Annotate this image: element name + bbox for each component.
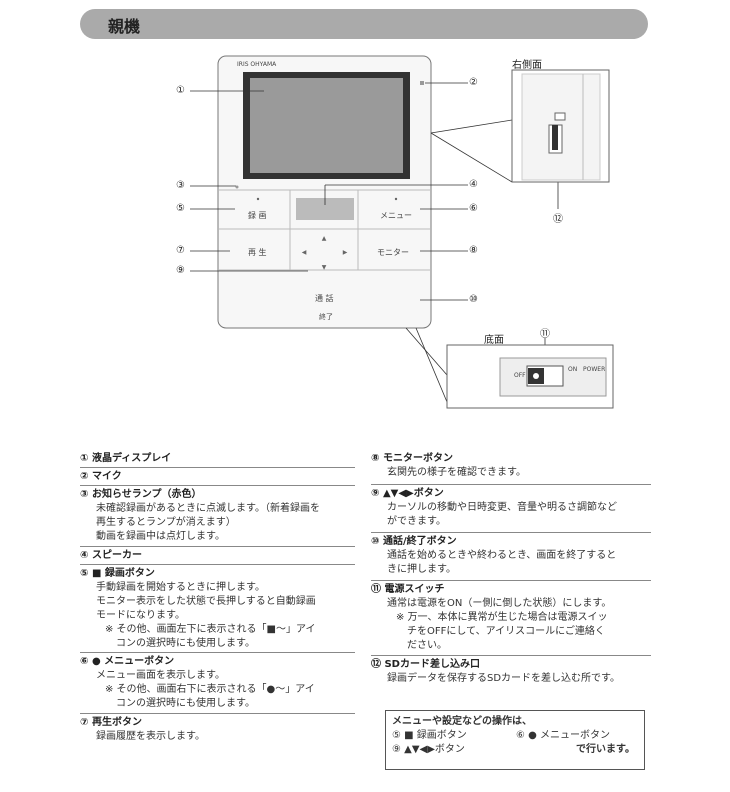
svg-text:▼: ▼ — [322, 264, 327, 271]
svg-text:▶: ▶ — [343, 249, 348, 256]
monitor-button-label[interactable]: モニター — [377, 248, 409, 257]
item-12: ⑫ SDカード差し込み口 録画データを保存するSDカードを差し込む所です。 — [371, 659, 621, 684]
callout-5: ⑤ — [176, 203, 185, 214]
callout-2: ② — [469, 77, 478, 88]
item-8: ⑧ モニターボタン 玄関先の様子を確認できます。 — [371, 453, 526, 478]
callout-8: ⑧ — [469, 245, 478, 256]
item-1: ① 液晶ディスプレイ — [80, 453, 172, 464]
end-button-label[interactable]: 終了 — [319, 313, 333, 321]
item-5: ⑤ ■ 録画ボタン 手動録画を開始するときに押します。 モニター表示をした状態で… — [80, 568, 316, 649]
item-10: ⑩ 通話/終了ボタン 通話を始めるときや終わるとき、画面を終了すると きに押しま… — [371, 536, 617, 575]
item-7: ⑦ 再生ボタン 録画履歴を表示します。 — [80, 717, 205, 742]
callout-7: ⑦ — [176, 245, 185, 256]
section-title: 親機 — [108, 17, 141, 36]
item-11: ⑪ 電源スイッチ 通常は電源をON（ー側に倒した状態）にします。 ※ 万一、本体… — [371, 584, 612, 651]
callout-6: ⑥ — [469, 203, 478, 214]
item-2: ② マイク — [80, 471, 122, 482]
callout-4: ④ — [469, 179, 478, 190]
rec-button-label[interactable]: 録 画 — [248, 211, 267, 220]
item-4: ④ スピーカー — [80, 550, 142, 561]
callout-11: ⑪ — [540, 329, 550, 340]
call-button-label[interactable]: 通 話 — [315, 294, 334, 303]
callout-12: ⑫ — [553, 214, 563, 225]
power-label: POWER — [583, 366, 606, 373]
callout-1: ① — [176, 85, 185, 96]
bottom-title: 底面 — [484, 335, 504, 346]
brand-logo: IRIS OHYAMA — [237, 61, 277, 68]
item-9: ⑨ ▲▼◀▶ボタン カーソルの移動や日時変更、音量や明るさ調節など ができます。 — [371, 488, 617, 527]
right-side-title: 右側面 — [512, 60, 542, 71]
play-button-label[interactable]: 再 生 — [248, 248, 267, 257]
menu-button-label[interactable]: メニュー — [380, 211, 412, 220]
svg-text:▲: ▲ — [322, 235, 327, 242]
section-header: 親機 — [80, 9, 648, 39]
switch-on-label: ON — [568, 366, 578, 373]
item-3: ③ お知らせランプ（赤色） 未確認録画があるときに点滅します。（新着録画を 再生… — [80, 489, 320, 542]
callout-10: ⑩ — [469, 294, 478, 305]
callout-3: ③ — [176, 180, 185, 191]
item-6: ⑥ ● メニューボタン メニュー画面を表示します。 ※ その他、画面右下に表示さ… — [80, 656, 315, 709]
switch-off-label: OFF — [514, 372, 526, 379]
operation-note-box: メニューや設定などの操作は、 ⑤ ■ 録画ボタン ⑥ ● メニューボタン ⑨ ▲… — [385, 710, 645, 770]
callout-9: ⑨ — [176, 265, 185, 276]
device-diagram: ▲ ▼ ◀ ▶ — [190, 55, 614, 409]
svg-text:◀: ◀ — [302, 249, 307, 256]
